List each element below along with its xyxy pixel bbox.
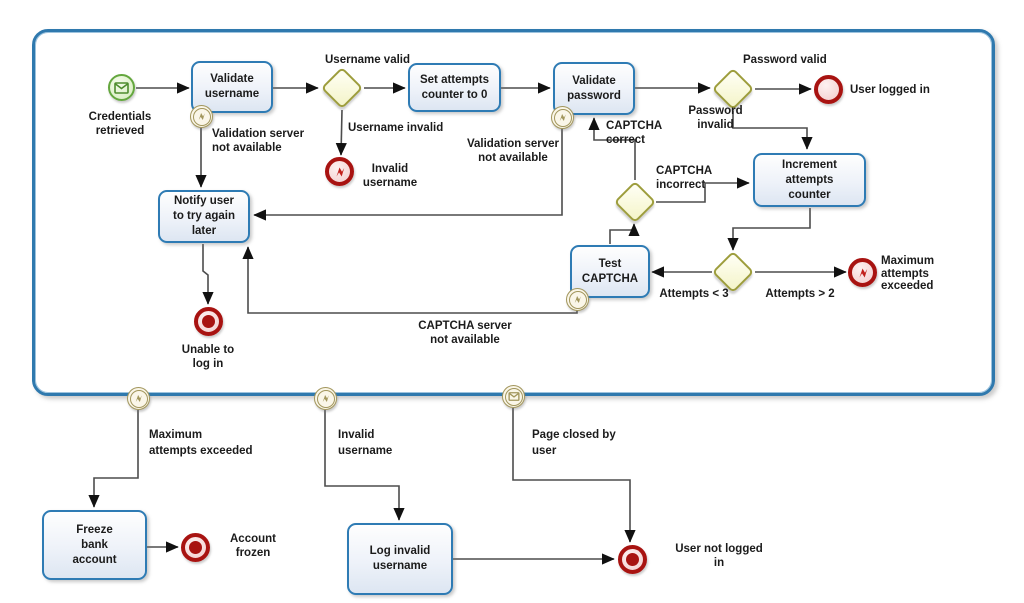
task-set-attempts-counter[interactable]: Set attempts counter to 0 [408, 63, 501, 112]
flow-boundary-to-freeze [88, 410, 139, 508]
end-event-account-frozen[interactable] [181, 533, 210, 562]
label-username-invalid: Username invalid [348, 122, 444, 134]
task-notify-user[interactable]: Notify user to try again later [158, 190, 250, 243]
task-label: Notify user [173, 195, 235, 207]
task-label: Log invalid [369, 545, 431, 557]
boundary-error-validate-username[interactable] [190, 105, 213, 128]
task-label: Test [598, 257, 622, 270]
error-icon [322, 394, 329, 403]
task-label: account [72, 553, 117, 566]
task-label: counter [788, 188, 831, 201]
label-username-valid: Username valid [325, 54, 411, 66]
task-label: Validate [210, 73, 254, 85]
boundary-error-test-captcha[interactable] [566, 288, 589, 311]
error-icon [198, 112, 205, 121]
task-increment-attempts[interactable]: Increment attempts counter [753, 153, 866, 207]
task-label: Set attempts [419, 73, 490, 86]
task-label: to try again [173, 210, 235, 222]
task-label: later [191, 225, 217, 237]
message-icon [114, 81, 129, 94]
terminate-icon [189, 541, 202, 554]
boundary-error-validate-password[interactable] [551, 106, 574, 129]
terminate-icon [626, 553, 639, 566]
error-icon [574, 295, 581, 304]
label-attempts-greater-than-2: Attempts > 2 [765, 288, 835, 300]
label-user-logged-in: User logged in [850, 84, 930, 96]
task-label: username [372, 560, 428, 572]
error-icon [559, 113, 566, 122]
error-icon [336, 167, 344, 176]
task-freeze-bank-account[interactable]: Freeze bank account [42, 510, 147, 580]
boundary-message-page-closed[interactable] [502, 385, 525, 408]
task-label: attempts [785, 173, 834, 186]
start-event-credentials-retrieved[interactable] [108, 74, 135, 101]
label-password-valid: Password valid [743, 54, 827, 66]
boundary-error-max-attempts[interactable] [127, 387, 150, 410]
task-label: password [567, 89, 621, 102]
task-validate-password[interactable]: Validate password [553, 62, 635, 115]
task-label: counter to 0 [421, 88, 488, 101]
end-event-user-logged-in[interactable] [814, 75, 843, 104]
end-event-unable-to-log-in[interactable] [194, 307, 223, 336]
task-label: Increment [782, 158, 837, 171]
task-label: Validate [572, 74, 616, 87]
task-validate-username[interactable]: Validate username [191, 61, 273, 113]
task-log-invalid-username[interactable]: Log invalid username [347, 523, 453, 595]
label-attempts-less-than-3: Attempts < 3 [659, 288, 729, 300]
end-event-invalid-username[interactable] [325, 157, 354, 186]
error-icon [135, 394, 142, 403]
terminate-icon [202, 315, 215, 328]
end-event-user-not-logged-in[interactable] [618, 545, 647, 574]
task-label: username [204, 88, 260, 100]
end-event-maximum-attempts[interactable] [848, 258, 877, 287]
message-icon [507, 392, 520, 401]
task-label: bank [81, 538, 108, 551]
task-label: CAPTCHA [581, 272, 639, 285]
boundary-error-invalid-username[interactable] [314, 387, 337, 410]
error-icon [859, 268, 867, 277]
task-label: Freeze [76, 523, 113, 536]
